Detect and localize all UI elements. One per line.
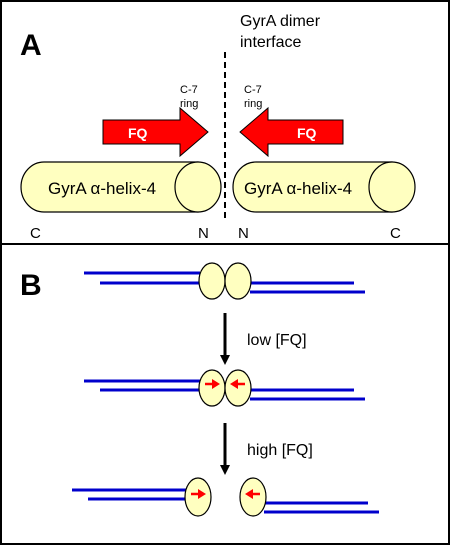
panel-b: B low [FQ] high [FQ] (20, 262, 379, 517)
dimer-interface-label-line1: GyrA dimer (240, 13, 321, 30)
left-helix-n-terminus: N (198, 225, 209, 242)
panel-a: A GyrA dimer interface C-7 ring C-7 ring… (20, 13, 416, 242)
right-helix-n-terminus: N (238, 225, 249, 242)
panel-b-letter: B (20, 269, 42, 302)
dimer-interface-label-line2: interface (240, 34, 301, 51)
high-fq-label: high [FQ] (247, 442, 313, 459)
c7-ring-right-line1: C-7 (244, 84, 262, 96)
helix-left-label: GyrA α-helix-4 (48, 179, 156, 198)
fq-arrow-left (102, 106, 209, 158)
helix-cylinder-left (20, 161, 222, 213)
left-helix-c-terminus: C (30, 225, 41, 242)
c7-ring-left-line1: C-7 (180, 84, 198, 96)
low-fq-label: low [FQ] (247, 332, 307, 349)
fq-arrow-left-label: FQ (128, 125, 148, 141)
helix-cylinder-right (232, 161, 416, 213)
c7-ring-right-line2: ring (244, 98, 262, 110)
fq-arrow-right-label: FQ (297, 125, 317, 141)
panel-a-letter: A (20, 29, 42, 62)
fq-arrow-right (239, 106, 344, 158)
c7-ring-left-line2: ring (180, 98, 198, 110)
dna-complex-intact (84, 262, 365, 300)
right-helix-c-terminus: C (390, 225, 401, 242)
helix-right-label: GyrA α-helix-4 (244, 179, 352, 198)
dna-complex-fq-bound (84, 369, 365, 407)
dna-complex-dissociated (72, 477, 379, 517)
